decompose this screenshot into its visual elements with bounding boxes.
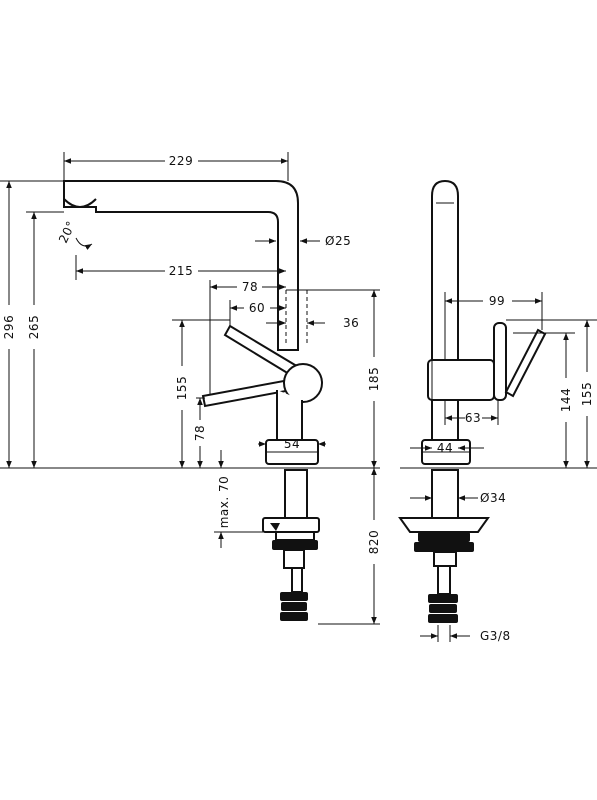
front-view-faucet (63, 180, 323, 621)
dim-height-144: 144 (559, 388, 573, 412)
dim-body-36: 36 (343, 316, 359, 330)
dim-height-185: 185 (367, 367, 381, 391)
dim-base-44: 44 (437, 441, 453, 455)
dim-height-155: 155 (175, 376, 189, 400)
dim-height-296: 296 (2, 315, 16, 339)
front-view-dimensions: 229 Ø25 20° 215 78 60 36 296 (0, 152, 381, 625)
dim-reach-99: 99 (489, 294, 505, 308)
dim-thread-g38: G3/8 (480, 629, 511, 643)
dim-body-63: 63 (465, 411, 481, 425)
side-view-faucet (398, 179, 547, 623)
dim-height-265: 265 (27, 315, 41, 339)
side-view-dimensions: 99 63 144 155 44 Ø34 G3/8 (400, 292, 597, 643)
dim-shank-34: Ø34 (480, 491, 506, 505)
dim-length-820: 820 (367, 530, 381, 554)
dim-spout-reach: 215 (169, 264, 193, 278)
dim-spout-diameter: Ø25 (325, 234, 351, 248)
dim-spout-length: 229 (169, 154, 193, 168)
dim-lever-60: 60 (249, 301, 265, 315)
dim-swivel-angle: 20° (56, 219, 78, 246)
dim-height-78: 78 (193, 425, 207, 441)
dim-base-54: 54 (284, 437, 300, 451)
dim-lever-78: 78 (242, 280, 258, 294)
dim-height-155-side: 155 (580, 382, 594, 406)
dim-max-70: max. 70 (217, 476, 231, 529)
